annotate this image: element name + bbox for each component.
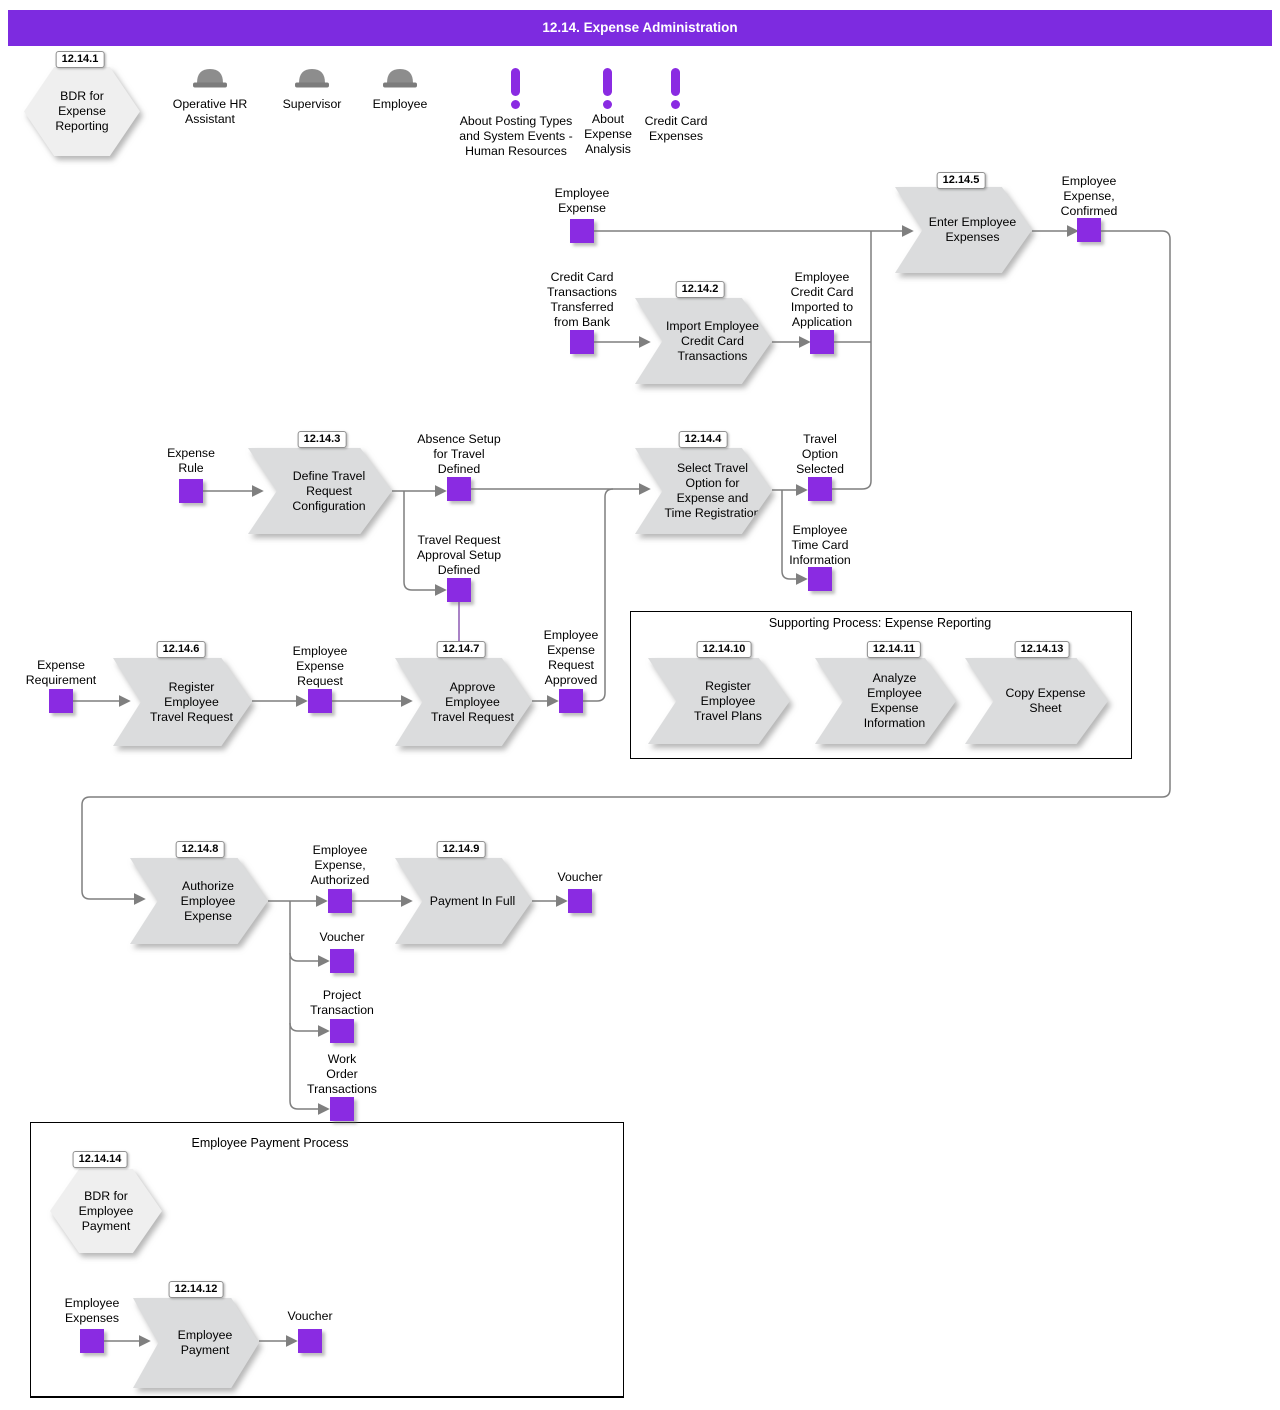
artifact-expense-rule — [179, 479, 203, 503]
artifact-employee-credit-card-imported — [810, 330, 834, 354]
process-register-employee-travel-plans[interactable]: Register Employee Travel Plans — [648, 658, 790, 744]
artifact-label-credit-card-transactions-bank: Credit Card Transactions Transferred fro… — [547, 270, 617, 329]
badge-12-14-5[interactable]: 12.14.5 — [936, 172, 986, 189]
artifact-label-employee-time-card-information: Employee Time Card Information — [789, 523, 851, 567]
badge-12-14-1[interactable]: 12.14.1 — [55, 51, 105, 68]
badge-12-14-6[interactable]: 12.14.6 — [156, 641, 206, 658]
badge-12-14-13[interactable]: 12.14.13 — [1014, 641, 1070, 658]
process-define-travel-request-configuration[interactable]: Define Travel Request Configuration — [248, 448, 392, 534]
artifact-label-work-order-transactions: Work Order Transactions — [307, 1052, 377, 1096]
artifact-employee-expense — [570, 219, 594, 243]
artifact-label-travel-request-approval-setup: Travel Request Approval Setup Defined — [416, 533, 502, 577]
actor-icon-employee[interactable] — [382, 64, 418, 96]
artifact-label-travel-option-selected: Travel Option Selected — [796, 432, 844, 476]
bdr-expense-reporting-hexagon[interactable]: BDR for Expense Reporting — [24, 67, 140, 156]
artifact-label-employee-expenses: Employee Expenses — [64, 1296, 120, 1325]
badge-12-14-12[interactable]: 12.14.12 — [168, 1281, 224, 1298]
artifact-label-absence-setup: Absence Setup for Travel Defined — [417, 432, 501, 476]
process-authorize-employee-expense[interactable]: Authorize Employee Expense — [130, 858, 268, 944]
badge-12-14-14[interactable]: 12.14.14 — [72, 1151, 128, 1168]
artifact-label-employee-expense: Employee Expense — [554, 186, 610, 215]
artifact-label-employee-credit-card-imported: Employee Credit Card Imported to Applica… — [790, 270, 854, 329]
actor-icon-supervisor[interactable] — [294, 64, 330, 96]
actor-label-supervisor: Supervisor — [282, 97, 342, 111]
bdr-employee-payment-hexagon[interactable]: BDR for Employee Payment — [50, 1169, 162, 1253]
artifact-travel-option-selected — [808, 477, 832, 501]
badge-12-14-11[interactable]: 12.14.11 — [866, 641, 922, 658]
artifact-voucher-employee-payment — [298, 1329, 322, 1353]
artifact-expense-requirement — [49, 689, 73, 713]
artifact-employee-expense-authorized — [328, 889, 352, 913]
artifact-voucher-authorize — [330, 949, 354, 973]
artifact-label-voucher-authorize: Voucher — [319, 930, 365, 944]
supporting-process-box — [630, 611, 1132, 759]
artifact-label-employee-expense-confirmed: Employee Expense, Confirmed — [1060, 174, 1118, 218]
process-register-employee-travel-request[interactable]: Register Employee Travel Request — [113, 658, 252, 746]
artifact-label-project-transaction: Project Transaction — [310, 988, 374, 1017]
artifact-label-employee-expense-authorized: Employee Expense, Authorized — [310, 843, 370, 887]
badge-12-14-4[interactable]: 12.14.4 — [678, 431, 728, 448]
employee-payment-process-box — [30, 1122, 624, 1398]
badge-12-14-3[interactable]: 12.14.3 — [297, 431, 347, 448]
artifact-voucher-payment-in-full — [568, 889, 592, 913]
note-exclamation-icon-posting-types[interactable] — [511, 68, 520, 109]
note-label-expense-analysis: About Expense Analysis — [584, 112, 632, 156]
artifact-employee-time-card-information — [808, 567, 832, 591]
badge-12-14-7[interactable]: 12.14.7 — [436, 641, 486, 658]
note-label-credit-card-expenses: Credit Card Expenses — [644, 114, 708, 143]
artifact-employee-expenses — [80, 1329, 104, 1353]
artifact-project-transaction — [330, 1019, 354, 1043]
note-label-posting-types: About Posting Types and System Events - … — [459, 114, 573, 158]
process-select-travel-option[interactable]: Select Travel Option for Expense and Tim… — [635, 448, 772, 534]
process-payment-in-full[interactable]: Payment In Full — [395, 858, 532, 944]
note-exclamation-icon-credit-card-expenses[interactable] — [671, 68, 680, 109]
artifact-label-expense-requirement: Expense Requirement — [25, 658, 97, 687]
employee-payment-process-title: Employee Payment Process — [191, 1136, 349, 1150]
actor-label-employee: Employee — [372, 97, 428, 111]
process-analyze-employee-expense-information[interactable]: Analyze Employee Expense Information — [815, 658, 956, 744]
artifact-travel-request-approval-setup-defined — [447, 578, 471, 602]
artifact-label-employee-expense-request-approved: Employee Expense Request Approved — [543, 628, 599, 687]
artifact-credit-card-transactions-bank — [570, 330, 594, 354]
actor-label-operative-hr-assistant: Operative HR Assistant — [172, 97, 248, 126]
process-copy-expense-sheet[interactable]: Copy Expense Sheet — [965, 658, 1108, 744]
artifact-work-order-transactions — [330, 1097, 354, 1121]
note-exclamation-icon-expense-analysis[interactable] — [603, 68, 612, 109]
artifact-label-voucher-payment: Voucher — [557, 870, 603, 884]
page-title: 12.14. Expense Administration — [8, 10, 1272, 46]
artifact-label-employee-expense-request: Employee Expense Request — [292, 644, 348, 688]
artifact-label-expense-rule: Expense Rule — [167, 446, 215, 475]
process-enter-employee-expenses[interactable]: Enter Employee Expenses — [895, 187, 1032, 273]
artifact-employee-expense-confirmed — [1077, 218, 1101, 242]
supporting-process-title: Supporting Process: Expense Reporting — [768, 616, 992, 630]
artifact-absence-setup-for-travel-defined — [447, 477, 471, 501]
artifact-label-voucher-employee-payment: Voucher — [287, 1309, 333, 1323]
badge-12-14-9[interactable]: 12.14.9 — [436, 841, 486, 858]
artifact-employee-expense-request — [308, 689, 332, 713]
badge-12-14-2[interactable]: 12.14.2 — [675, 281, 725, 298]
badge-12-14-10[interactable]: 12.14.10 — [696, 641, 752, 658]
badge-12-14-8[interactable]: 12.14.8 — [175, 841, 225, 858]
actor-icon-operative-hr-assistant[interactable] — [192, 64, 228, 96]
artifact-employee-expense-request-approved — [559, 689, 583, 713]
